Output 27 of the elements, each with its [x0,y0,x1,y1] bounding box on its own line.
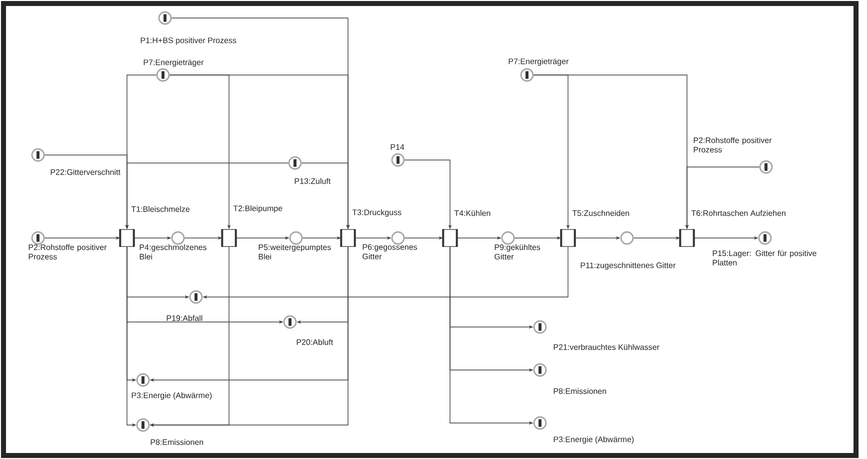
place-label: P11:zugeschnittenes Gitter [580,262,676,270]
place-label: P14 [390,144,404,150]
place-label: P15:Lager: Gitter für positive Platten [712,250,816,266]
place-label: P3:Energie (Abwärme) [132,392,212,400]
transition-label: T4:Kühlen [454,210,490,216]
place-label: P8:Emissionen [150,439,204,445]
place-label: P4:geschmolzenes Blei [140,244,206,260]
transition-label: T6:Rohrtaschen Aufziehen [691,210,786,216]
place-label: P7:Energieträger [508,58,569,66]
place-label: P8:Emissionen [554,388,606,394]
place-label: P9:gekühltes Gitter [494,244,540,260]
place-label: P5:weitergepumptes Blei [258,244,331,260]
place-label: P2:Rohstoffe positiver Prozess [694,137,772,152]
place-label: P21:verbrauchtes Kühlwasser [554,344,660,350]
place-label: P1:H+BS positiver Prozess [140,37,236,45]
place-label: P13:Zuluft [294,178,331,184]
place-label: P22:Gitterverschnitt [50,169,120,175]
transition-label: T3:Druckguss [352,209,402,217]
transition-label: T5:Zuschneiden [572,210,630,216]
place-label: P6:gegossenes Gitter [362,244,418,260]
place-label: P2:Rohstoffe positiver Prozess [28,244,107,260]
transition-label: T2:Bleipumpe [233,205,282,213]
transition-label: T1:Bleischmelze [131,206,190,212]
place-label: P7:Energieträger [144,59,204,67]
place-label: P20:Abluft [296,339,334,345]
place-label: P3:Energie (Abwärme) [554,436,634,444]
place-label: P19:Abfall [166,315,202,321]
